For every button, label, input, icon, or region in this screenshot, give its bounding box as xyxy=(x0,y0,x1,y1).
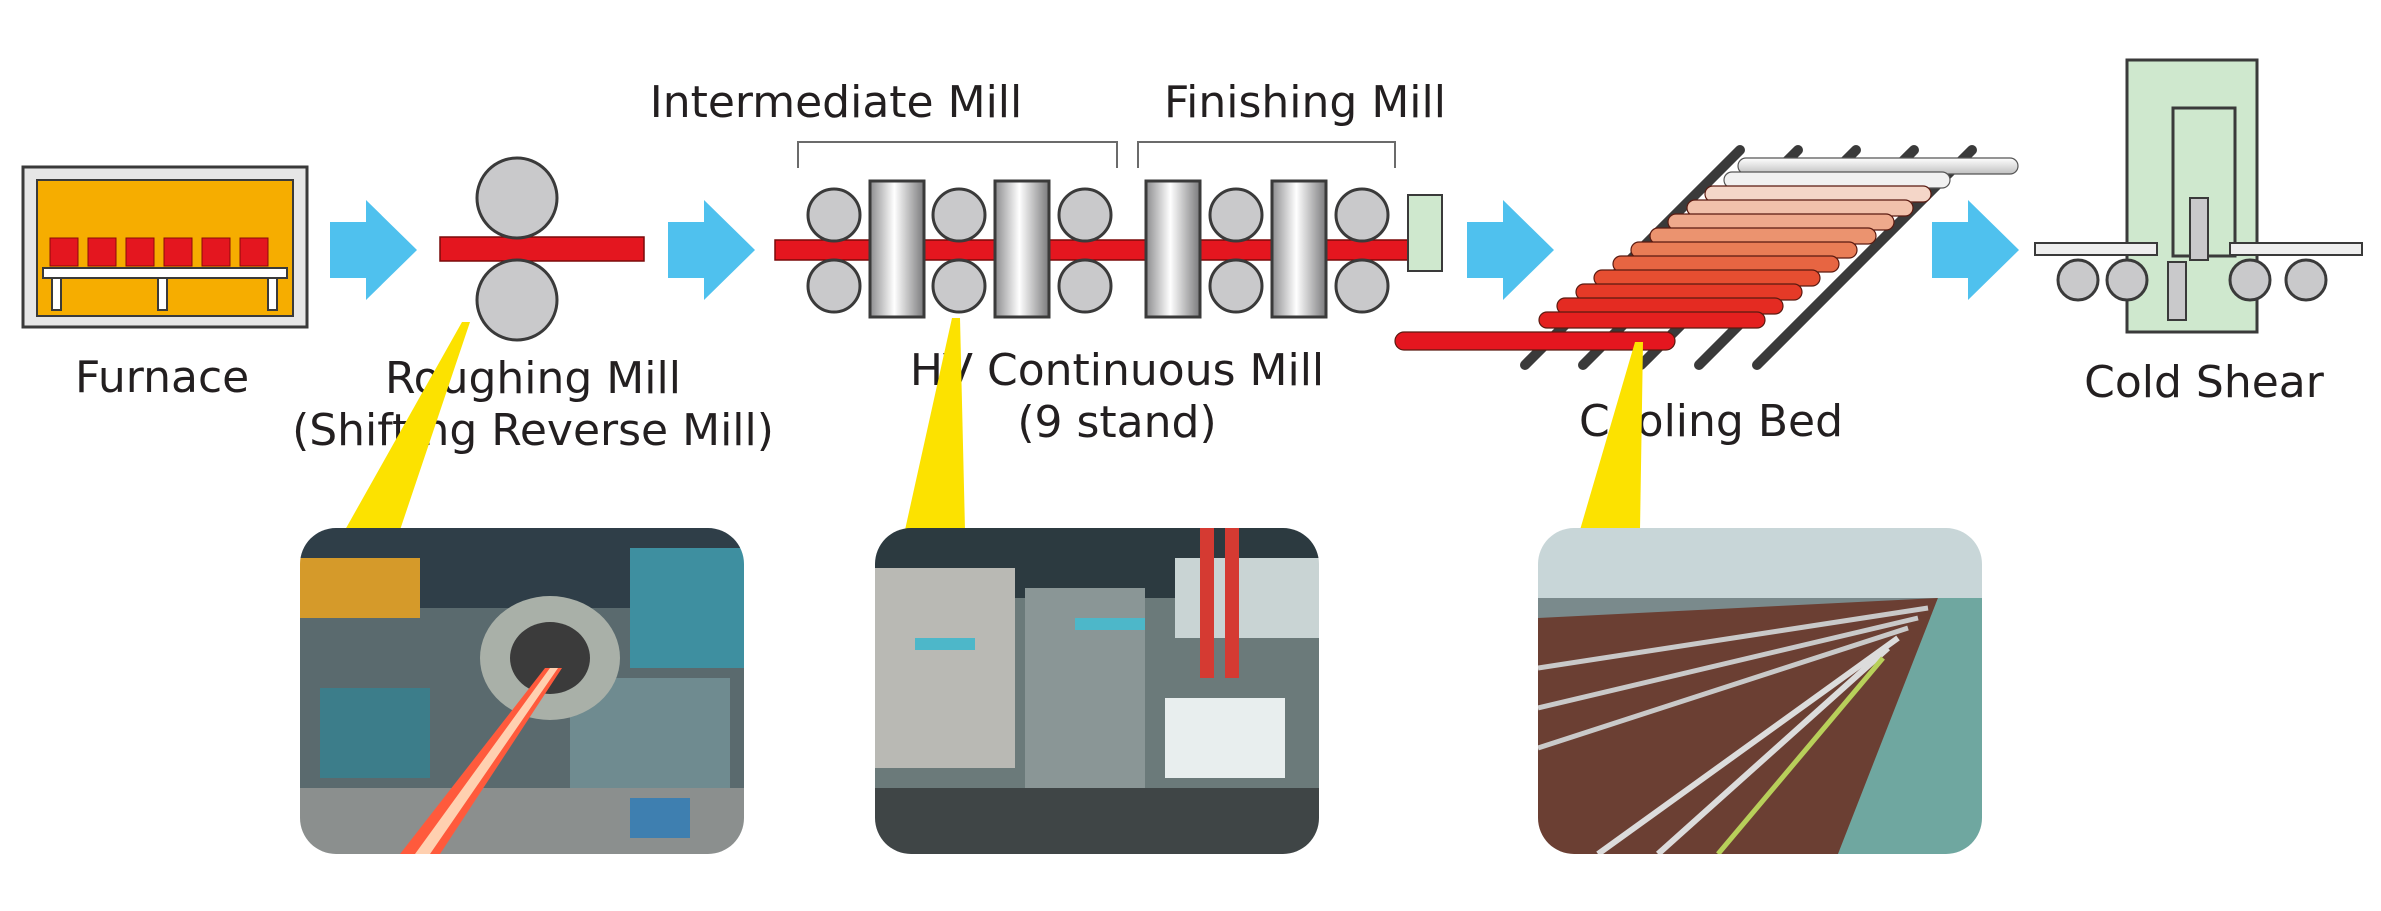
mill-exit-guide xyxy=(1407,194,1443,272)
cooling-bars xyxy=(1394,157,2019,351)
callout-hv-mill xyxy=(905,318,965,530)
horizontal-rolls xyxy=(806,187,1390,314)
flow-arrow-2 xyxy=(668,200,755,300)
hv-mill-label: HV Continuous Mill xyxy=(910,345,1324,396)
roughing-mill-sublabel: (Shifting Reverse Mill) xyxy=(292,405,774,456)
cold-shear-label: Cold Shear xyxy=(2084,357,2325,408)
cold-shear xyxy=(2034,58,2363,334)
flow-arrow-1 xyxy=(330,200,417,300)
furnace-billets xyxy=(49,237,269,267)
hv-mill-photo xyxy=(875,528,1319,854)
flow-arrow-4 xyxy=(1932,200,2019,300)
hv-continuous-mill xyxy=(774,179,1443,319)
vertical-rolls xyxy=(868,179,1328,319)
cooling-bed xyxy=(1394,145,2019,370)
intermediate-mill-label: Intermediate Mill xyxy=(650,77,1023,128)
intermediate-mill-bracket xyxy=(797,141,1118,168)
finishing-mill-label: Finishing Mill xyxy=(1164,77,1446,128)
callout-cooling-bed xyxy=(1580,342,1643,530)
furnace xyxy=(21,165,309,329)
flow-arrow-3 xyxy=(1467,200,1554,300)
furnace-label: Furnace xyxy=(75,352,249,403)
callout-roughing-mill xyxy=(345,322,470,530)
roughing-mill xyxy=(439,156,645,342)
cooling-bed-photo xyxy=(1538,528,1982,854)
hv-mill-sublabel: (9 stand) xyxy=(1017,397,1216,448)
shear-table-rollers xyxy=(2056,258,2328,302)
roughing-mill-photo xyxy=(300,528,744,854)
finishing-mill-bracket xyxy=(1137,141,1396,168)
